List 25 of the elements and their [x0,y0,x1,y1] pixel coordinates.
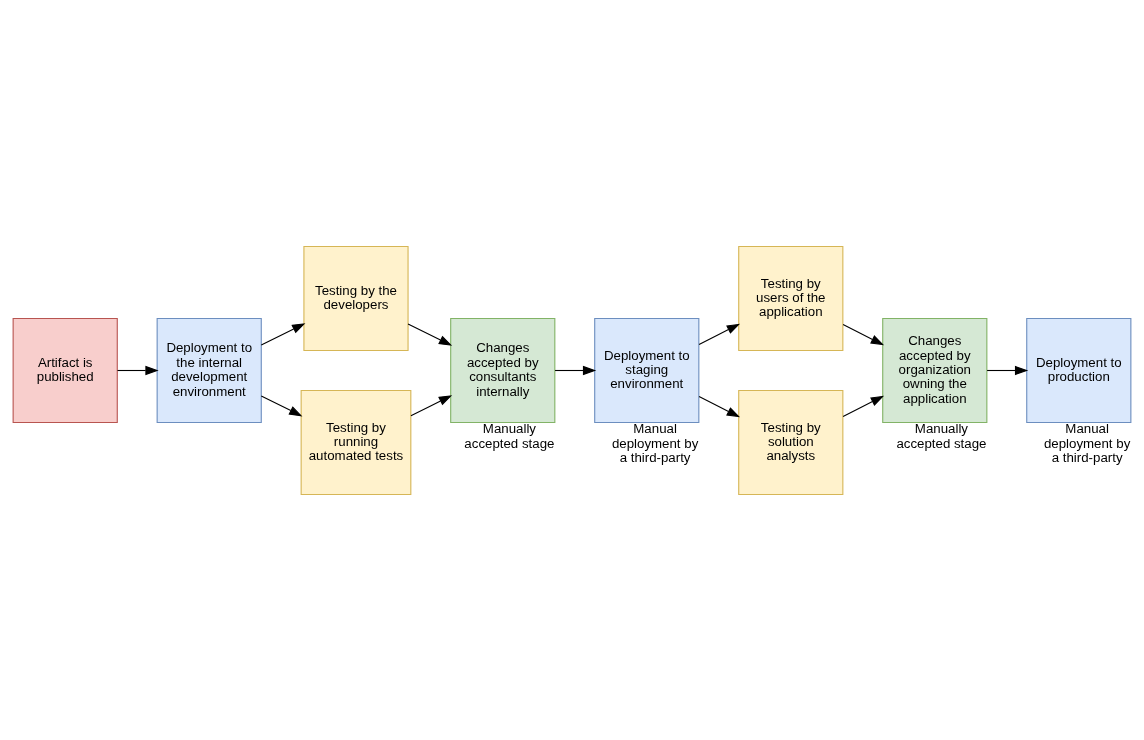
arrow [842,323,885,345]
node-label: Manual deployment by a third-party [1043,420,1131,465]
arrow [260,394,303,416]
node-label: Manual deployment by a third-party [611,420,699,465]
node-box: Artifact is published [12,317,118,423]
node-label: Manually accepted stage [896,420,987,451]
node-box: Changes accepted by consultants internally [450,317,556,423]
arrow [116,365,159,375]
node-box: Deployment to staging environment [594,317,700,423]
node-box: Testing by users of the application [738,245,844,351]
node-box: Deployment to the internal development environment [156,317,262,423]
arrow [260,322,306,346]
node-box: Testing by running automated tests [300,389,412,495]
arrow [698,323,741,345]
arrow [842,395,885,417]
node-box: Changes accepted by organization owning the application [882,317,988,423]
arrow [407,322,453,346]
node-box: Testing by solution analysts [738,389,844,495]
node-box: Testing by the developers [303,245,409,351]
node-label: Manually accepted stage [464,420,555,451]
arrow [554,365,597,375]
arrow [410,394,453,416]
arrow [986,365,1029,375]
node-box: Deployment to production [1026,317,1132,423]
arrow [698,395,741,417]
